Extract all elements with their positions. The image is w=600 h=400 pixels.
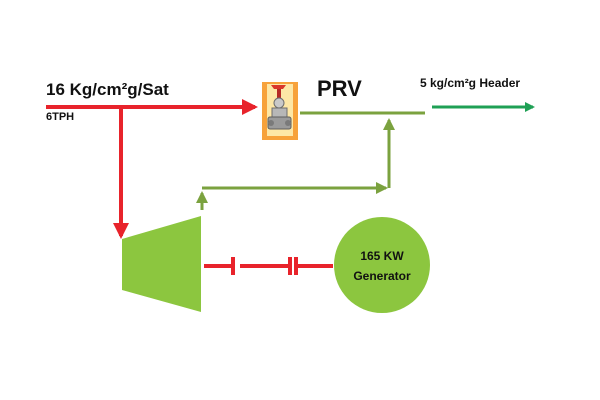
pressure-reducing-valve-icon <box>262 82 298 140</box>
generator-label: 165 KW Generator <box>329 246 435 286</box>
prv-label: PRV <box>317 76 362 101</box>
header-label: 5 kg/cm²g Header <box>420 76 521 90</box>
generator-name: Generator <box>353 269 411 283</box>
inlet-pressure-label: 16 Kg/cm²g/Sat <box>46 80 169 99</box>
turbine-generator-coupling <box>204 257 333 275</box>
generator-rating: 165 KW <box>360 249 404 263</box>
steam-turbine <box>122 216 201 312</box>
inlet-flow-label: 6TPH <box>46 111 75 123</box>
generator-circle <box>334 217 430 313</box>
